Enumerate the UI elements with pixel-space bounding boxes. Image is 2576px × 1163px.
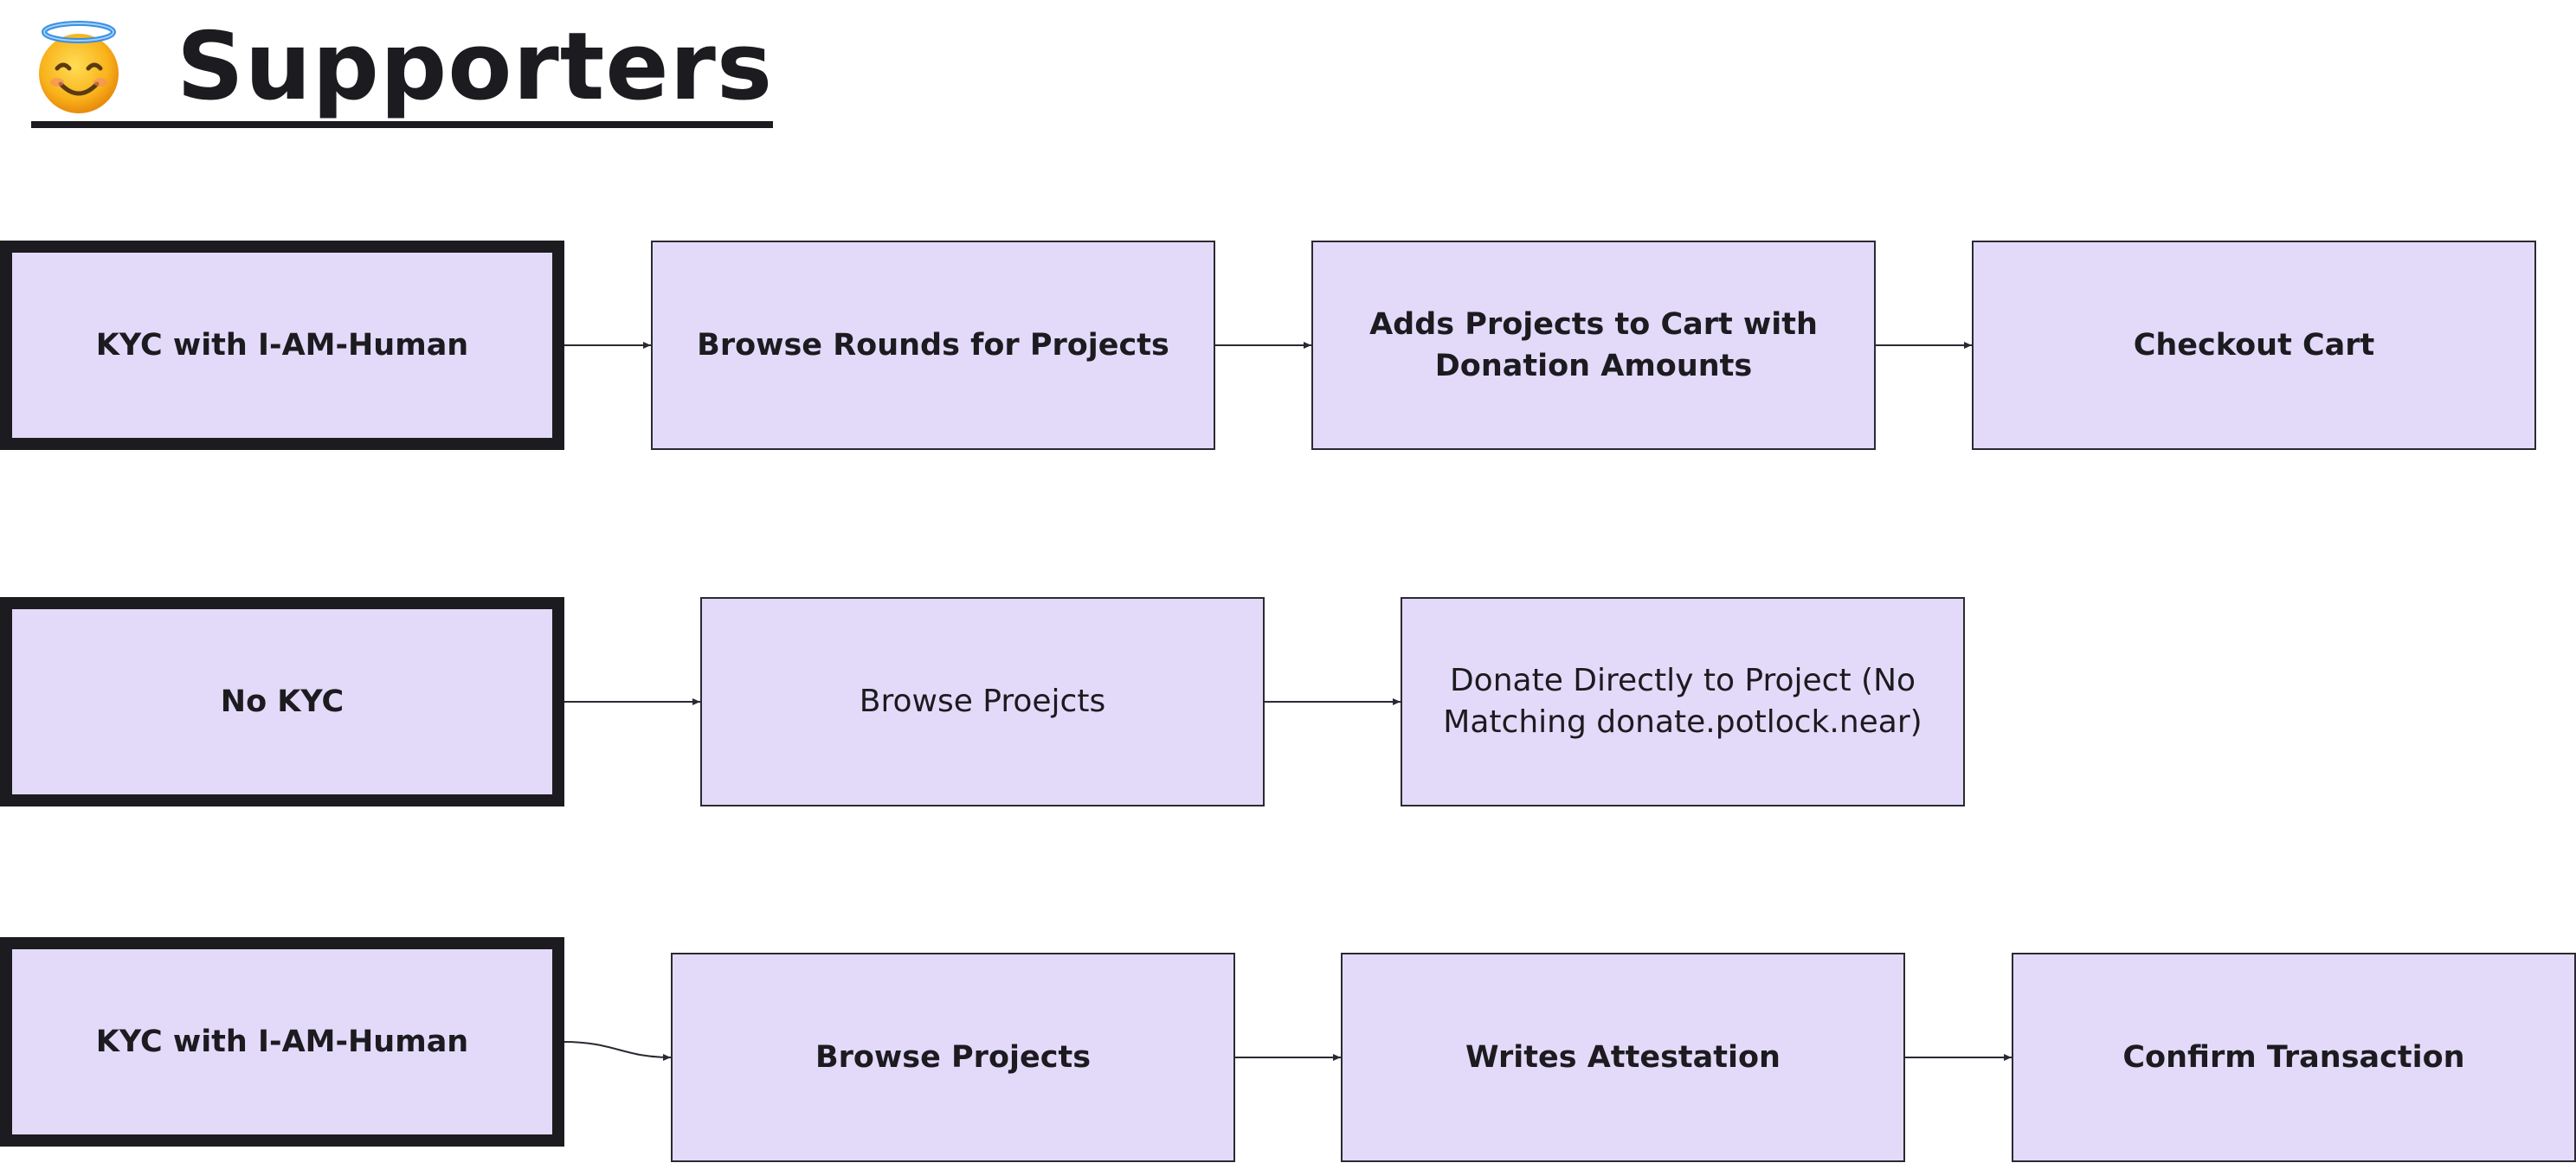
node-label: Writes Attestation [1465, 1040, 1781, 1075]
flow3-browse-projects-node[interactable]: Browse Projects [671, 953, 1235, 1162]
title-text: Supporters [177, 13, 774, 121]
connector-kyc-to-browse-projects [563, 1041, 672, 1061]
node-label: KYC with I-AM-Human [95, 328, 469, 363]
flow2-browse-projects-node[interactable]: Browse Proejcts [700, 597, 1265, 806]
node-label: Checkout Cart [2133, 328, 2375, 363]
flow3-kyc-node[interactable]: KYC with I-AM-Human [0, 937, 564, 1147]
flow3-confirm-transaction-node[interactable]: Confirm Transaction [2012, 953, 2576, 1162]
flow1-add-to-cart-node[interactable]: Adds Projects to Cart with Donation Amou… [1311, 241, 1876, 450]
node-label: KYC with I-AM-Human [95, 1025, 469, 1059]
flow2-donate-directly-node[interactable]: Donate Directly to Project (No Matching … [1401, 597, 1965, 806]
flow1-browse-rounds-node[interactable]: Browse Rounds for Projects [651, 241, 1215, 450]
flow3-writes-attestation-node[interactable]: Writes Attestation [1341, 953, 1905, 1162]
node-label: Donate Directly to Project (No Matching … [1443, 663, 1922, 740]
page-title: Supporters [31, 13, 774, 128]
node-label: No KYC [220, 684, 345, 719]
node-label: Adds Projects to Cart with Donation Amou… [1369, 307, 1818, 383]
node-label: Browse Projects [815, 1040, 1092, 1075]
smiling-face-with-halo-icon [39, 21, 119, 113]
flow2-no-kyc-node[interactable]: No KYC [0, 597, 564, 806]
node-label: Browse Rounds for Projects [697, 328, 1169, 363]
node-label: Browse Proejcts [859, 684, 1106, 719]
flow1-checkout-cart-node[interactable]: Checkout Cart [1972, 241, 2536, 450]
node-label: Confirm Transaction [2122, 1040, 2465, 1075]
flow1-kyc-node[interactable]: KYC with I-AM-Human [0, 241, 564, 450]
